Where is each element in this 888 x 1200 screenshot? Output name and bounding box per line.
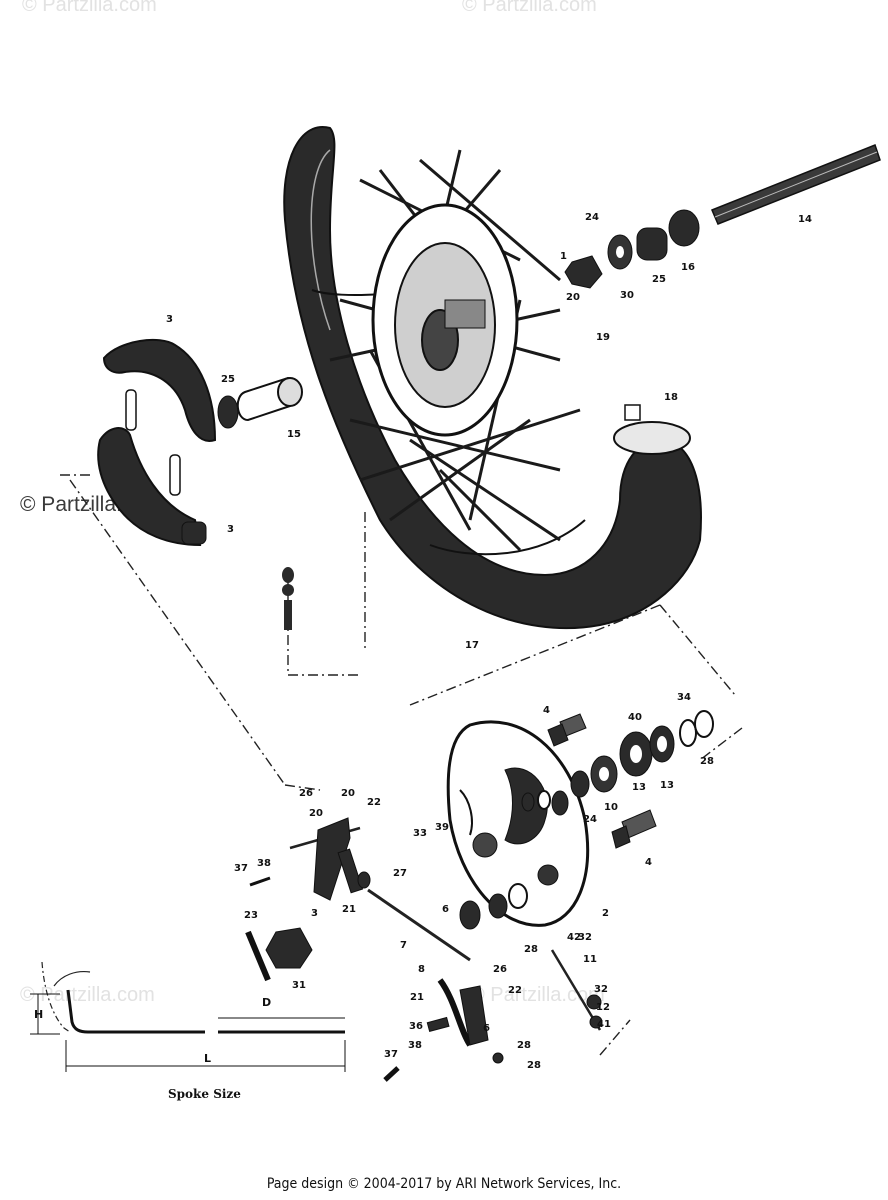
callout-27: 27 bbox=[393, 868, 407, 879]
callout-41: 41 bbox=[597, 1019, 611, 1030]
callout-7: 7 bbox=[400, 940, 407, 951]
callout-4: 4 bbox=[645, 857, 652, 868]
callout-37: 37 bbox=[384, 1049, 398, 1060]
footer-copyright: Page design © 2004-2017 by ARI Network S… bbox=[266, 1176, 622, 1192]
watermark-top-left: © Partzilla.com bbox=[22, 0, 157, 16]
callout-21: 21 bbox=[410, 992, 424, 1003]
callout-33: 33 bbox=[413, 828, 427, 839]
tire-drawing bbox=[283, 125, 702, 630]
axle-drawing bbox=[711, 144, 881, 225]
callout-24: 24 bbox=[583, 814, 597, 825]
panel-seals-drawing bbox=[570, 710, 714, 798]
callout-20: 20 bbox=[309, 808, 323, 819]
callout-30: 30 bbox=[620, 290, 634, 301]
watermark-bottom-left: © Partzilla.com bbox=[20, 984, 155, 1006]
callout-36: 36 bbox=[409, 1021, 423, 1032]
callout-12: 12 bbox=[596, 1002, 610, 1013]
callout-6: 6 bbox=[483, 1023, 490, 1034]
callout-26: 26 bbox=[493, 964, 507, 975]
callout-1: 1 bbox=[560, 251, 567, 262]
small-parts-column bbox=[282, 567, 294, 630]
callout-28: 28 bbox=[700, 756, 714, 767]
callout-6: 6 bbox=[442, 904, 449, 915]
callout-10: 10 bbox=[604, 802, 618, 813]
callout-25: 25 bbox=[652, 274, 666, 285]
callout-22: 22 bbox=[508, 985, 522, 996]
adjusters-drawing bbox=[547, 713, 657, 849]
callout-23: 23 bbox=[244, 910, 258, 921]
brake-lever-drawing bbox=[245, 790, 603, 1082]
callout-16: 16 bbox=[681, 262, 695, 273]
callout-28: 28 bbox=[517, 1040, 531, 1051]
axle-spacers-drawing bbox=[564, 209, 700, 289]
callout-34: 34 bbox=[677, 692, 691, 703]
callout-3: 3 bbox=[311, 908, 318, 919]
callout-22: 22 bbox=[367, 797, 381, 808]
spoke-dim-h: H bbox=[34, 1008, 43, 1021]
spoke-size-caption: Spoke Size bbox=[168, 1087, 241, 1101]
callout-31: 31 bbox=[292, 980, 306, 991]
brake-shoes-drawing bbox=[97, 338, 217, 547]
callout-40: 40 bbox=[628, 712, 642, 723]
callout-32: 32 bbox=[594, 984, 608, 995]
callout-4: 4 bbox=[543, 705, 550, 716]
hub-drawing bbox=[371, 203, 519, 437]
callout-20: 20 bbox=[566, 292, 580, 303]
spoke-dim-d: D bbox=[262, 996, 271, 1009]
callout-26: 26 bbox=[299, 788, 313, 799]
callout-42: 42 bbox=[567, 932, 581, 943]
callout-32: 32 bbox=[578, 932, 592, 943]
callout-37: 37 bbox=[234, 863, 248, 874]
callout-14: 14 bbox=[798, 214, 812, 225]
callout-15: 15 bbox=[287, 429, 301, 440]
callout-2: 2 bbox=[602, 908, 609, 919]
callout-11: 11 bbox=[583, 954, 597, 965]
parts-drawing: H D L Spoke Size 14241203025161932515183… bbox=[30, 125, 881, 1101]
watermark-top-right: © Partzilla.com bbox=[462, 0, 597, 16]
watermark-bottom-right: © Partzilla.com bbox=[470, 984, 605, 1006]
callout-28: 28 bbox=[527, 1060, 541, 1071]
callout-38: 38 bbox=[408, 1040, 422, 1051]
assembly-lines bbox=[60, 474, 743, 1056]
hub-spacer-drawing bbox=[217, 376, 303, 429]
callout-39: 39 bbox=[435, 822, 449, 833]
callout-3: 3 bbox=[166, 314, 173, 325]
callout-28: 28 bbox=[524, 944, 538, 955]
spoke-size-inset: H D L Spoke Size bbox=[30, 961, 346, 1101]
callout-19: 19 bbox=[596, 332, 610, 343]
callout-38: 38 bbox=[257, 858, 271, 869]
spoke-dim-l: L bbox=[204, 1052, 211, 1065]
callout-13: 13 bbox=[660, 780, 674, 791]
callout-17: 17 bbox=[465, 640, 479, 651]
callout-3: 3 bbox=[227, 524, 234, 535]
callout-24: 24 bbox=[585, 212, 599, 223]
callout-8: 8 bbox=[418, 964, 425, 975]
callout-21: 21 bbox=[342, 904, 356, 915]
callout-25: 25 bbox=[221, 374, 235, 385]
callout-20: 20 bbox=[341, 788, 355, 799]
callout-18: 18 bbox=[664, 392, 678, 403]
callout-13: 13 bbox=[632, 782, 646, 793]
